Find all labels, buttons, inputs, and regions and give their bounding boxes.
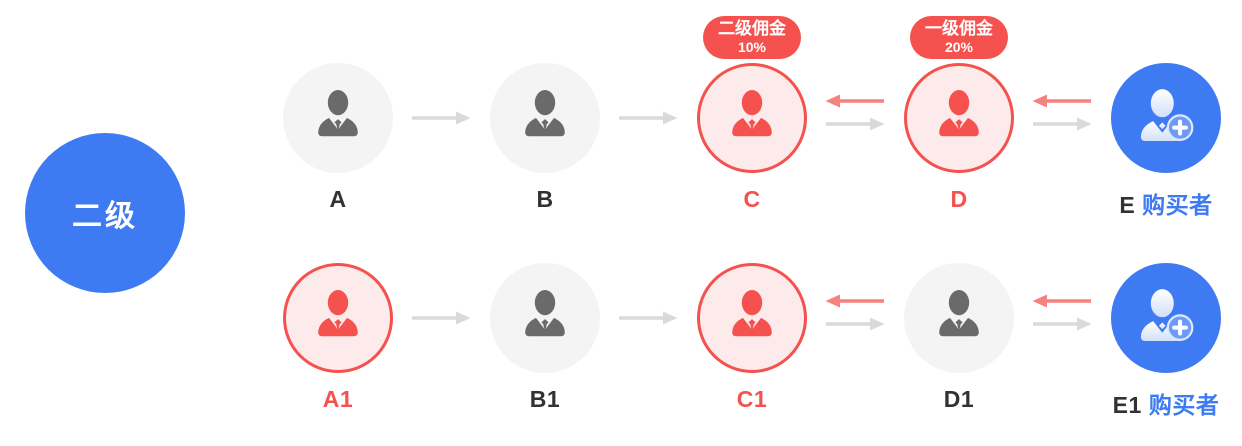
node-label: C — [743, 186, 761, 212]
node-a1: A1 — [283, 263, 393, 413]
arrow-left-icon — [825, 94, 885, 108]
avatar-circle — [283, 63, 393, 173]
badge-title: 一级佣金 — [925, 19, 993, 38]
avatar-circle — [697, 263, 807, 373]
arrow-right-icon — [825, 117, 885, 131]
level-badge: 二级 — [25, 133, 185, 293]
node-label: C1 — [736, 386, 768, 412]
avatar-circle — [1111, 63, 1221, 173]
node-label: B1 — [529, 386, 561, 412]
node-c: C — [697, 63, 807, 213]
arrow-right-icon — [411, 111, 471, 125]
arrow-right-icon — [1032, 317, 1092, 331]
arrow-left-icon — [825, 294, 885, 308]
avatar-circle — [697, 63, 807, 173]
avatar-circle — [904, 63, 1014, 173]
node-c1: C1 — [697, 263, 807, 413]
node-b1: B1 — [490, 263, 600, 413]
businessperson-icon — [515, 284, 575, 344]
node-a: A — [283, 63, 393, 213]
add-user-icon — [1129, 81, 1203, 155]
businessperson-icon — [308, 284, 368, 344]
businessperson-icon — [929, 84, 989, 144]
node-b: B — [490, 63, 600, 213]
arrow-right-icon — [1032, 117, 1092, 131]
businessperson-icon — [929, 284, 989, 344]
arrow-right-icon — [618, 311, 678, 325]
node-d1: D1 — [904, 263, 1014, 413]
arrow-left-icon — [1032, 94, 1092, 108]
node-d: D — [904, 63, 1014, 213]
node-label: D1 — [943, 386, 975, 412]
avatar-circle — [490, 263, 600, 373]
add-user-icon — [1129, 281, 1203, 355]
buyer-id: E — [1119, 192, 1136, 218]
buyer-id: E1 — [1112, 392, 1142, 418]
avatar-circle — [1111, 263, 1221, 373]
arrow-left-icon — [1032, 294, 1092, 308]
avatar-circle — [904, 263, 1014, 373]
businessperson-icon — [515, 84, 575, 144]
node-label: B — [536, 186, 554, 212]
badge-value: 20% — [944, 39, 974, 55]
buyer-role-label: 购买者 — [1148, 392, 1220, 418]
node-label: A — [329, 186, 347, 212]
level-badge-label: 二级 — [72, 200, 138, 233]
arrow-right-icon — [618, 111, 678, 125]
commission-badge-level1: 一级佣金 20% — [910, 16, 1008, 59]
badge-title: 二级佣金 — [718, 19, 786, 38]
arrow-right-icon — [411, 311, 471, 325]
arrow-right-icon — [825, 317, 885, 331]
node-label: A1 — [322, 386, 354, 412]
avatar-circle — [283, 263, 393, 373]
commission-badge-level2: 二级佣金 10% — [703, 16, 801, 59]
avatar-circle — [490, 63, 600, 173]
node-label: D — [950, 186, 968, 212]
businessperson-icon — [308, 84, 368, 144]
businessperson-icon — [722, 284, 782, 344]
buyer-role-label: 购买者 — [1142, 192, 1213, 218]
businessperson-icon — [722, 84, 782, 144]
badge-value: 10% — [737, 39, 767, 55]
